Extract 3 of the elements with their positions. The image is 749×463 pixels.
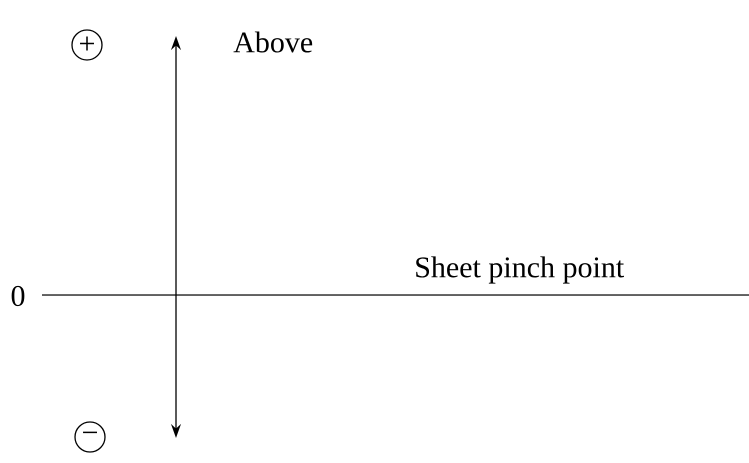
axis-label: 0 <box>12 286 24 306</box>
axis-label: Sheet pinch point <box>416 256 624 284</box>
axis-label: Above <box>234 31 312 53</box>
